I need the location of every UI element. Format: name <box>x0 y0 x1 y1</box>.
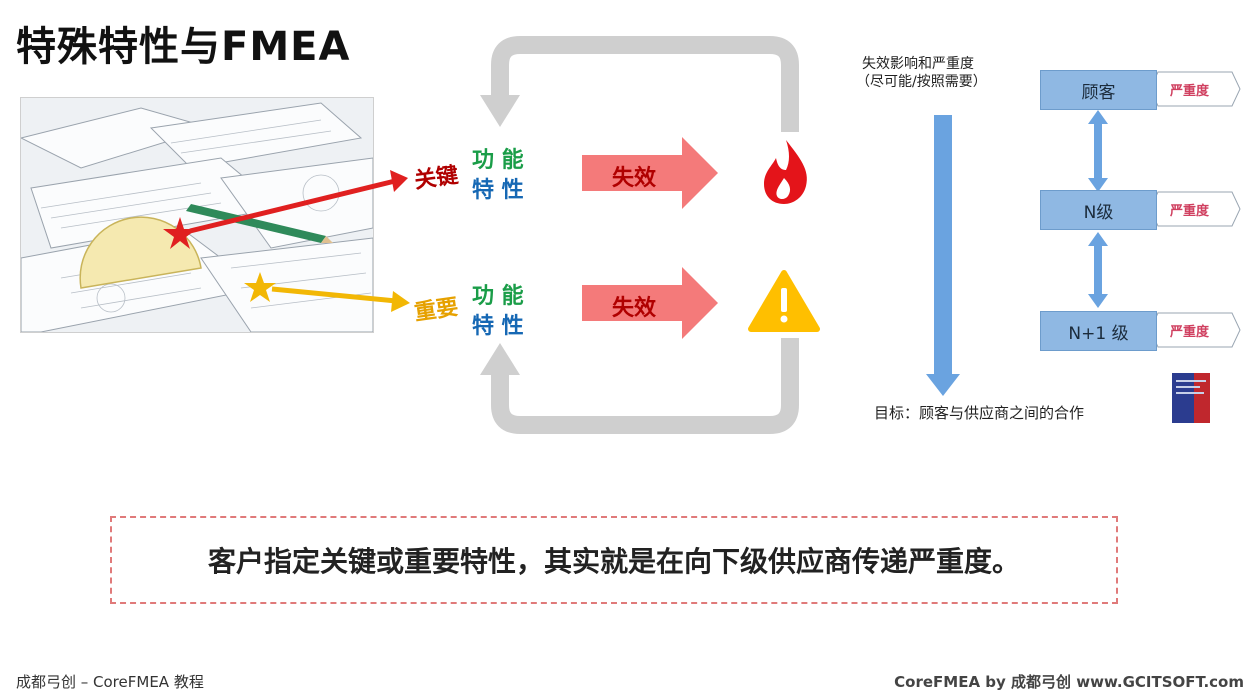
row1-func-line2: 特 性 <box>472 178 524 203</box>
row2-func-line2: 特 性 <box>472 314 524 339</box>
level-n1-label: N+1 级 <box>1068 323 1129 344</box>
red-star-icon <box>163 217 197 249</box>
page-title: 特殊特性与FMEA <box>16 24 351 70</box>
row2-func-line1: 功 能 <box>472 284 524 309</box>
row1-fail-label: 失效 <box>612 166 657 191</box>
row2-tag: 重要 <box>412 295 460 326</box>
footer-right: CoreFMEA by 成都弓创 www.GCITSOFT.com <box>894 673 1244 691</box>
level-n: N级 <box>1040 190 1157 230</box>
goal-text: 目标：顾客与供应商之间的合作 <box>874 404 1085 422</box>
severity-tag-2: 严重度 <box>1170 204 1210 219</box>
callout-box: 客户指定关键或重要特性，其实就是在向下级供应商传递严重度。 <box>110 516 1118 604</box>
fire-icon <box>764 140 807 204</box>
row1-func-line1: 功 能 <box>472 148 524 173</box>
row2-fail-label: 失效 <box>612 296 657 321</box>
gold-star-icon <box>244 272 276 302</box>
fmea-handbook-icon <box>1172 373 1210 423</box>
severity-tag-3: 严重度 <box>1170 325 1210 340</box>
severity-tag-1: 严重度 <box>1170 84 1210 99</box>
row1-tag: 关键 <box>412 163 460 194</box>
footer-left: 成都弓创 – CoreFMEA 教程 <box>16 673 204 691</box>
severity-caption-line1: 失效影响和严重度 <box>862 56 974 72</box>
callout-text: 客户指定关键或重要特性，其实就是在向下级供应商传递严重度。 <box>207 545 1020 578</box>
fail-arrow-2 <box>582 267 718 339</box>
warning-icon <box>748 270 820 332</box>
severity-caption-line2: （尽可能/按照需要） <box>856 74 987 90</box>
level-customer-label: 顾客 <box>1081 82 1116 103</box>
level-n-label: N级 <box>1083 202 1114 223</box>
fail-arrow-1 <box>582 137 718 209</box>
level-customer: 顾客 <box>1040 70 1157 110</box>
level-n1: N+1 级 <box>1040 311 1157 351</box>
